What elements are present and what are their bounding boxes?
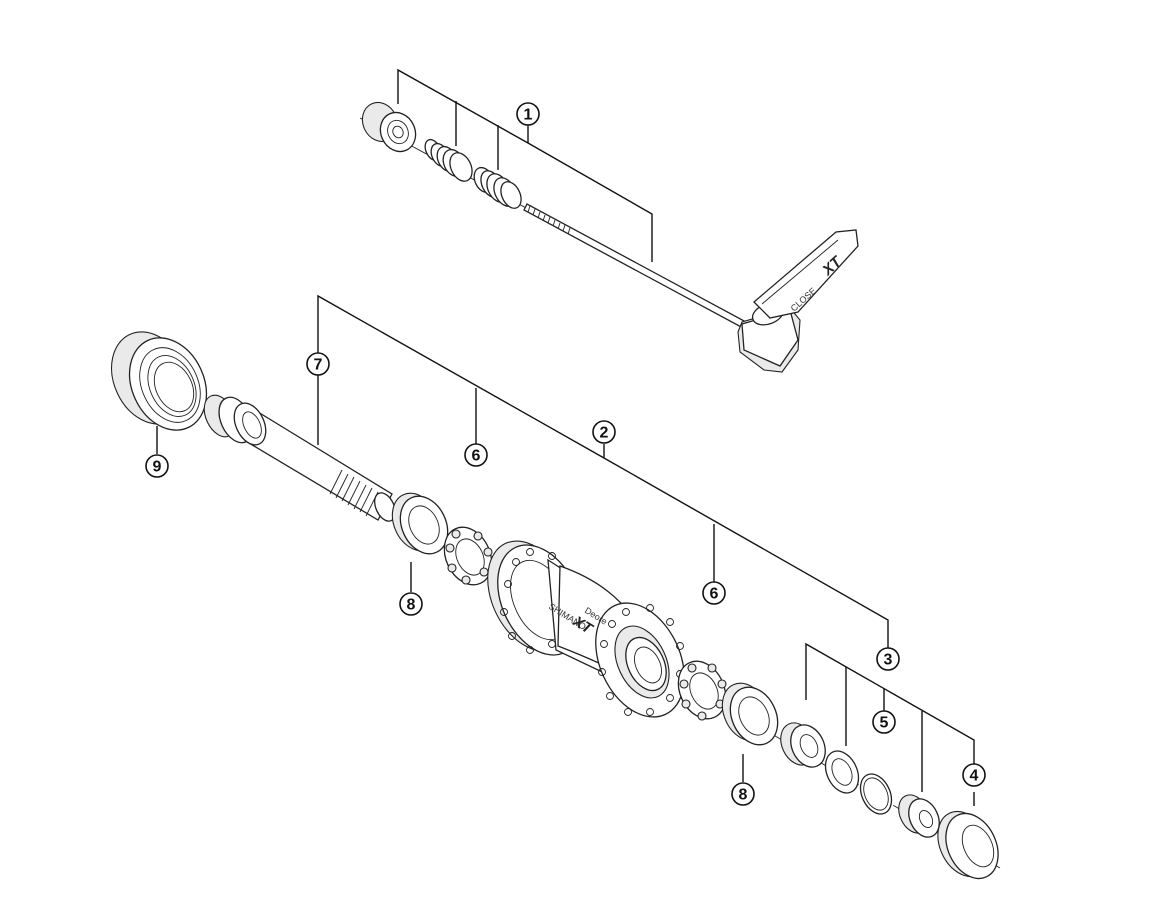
qr-spring-1 [424,138,473,182]
axis-lines [117,117,1001,869]
dust-seal-left [391,492,449,555]
end-cap-left [111,331,208,431]
hub-axle [203,394,396,522]
callout-6-left-number: 6 [472,448,481,465]
callout-1: 1 [516,102,540,126]
callout-8-right: 8 [731,782,755,806]
callout-8-left: 8 [399,592,423,616]
callout-6-right: 6 [702,581,726,605]
callout-6-right-number: 6 [710,586,719,603]
callout-7: 7 [306,352,330,376]
callout-8-right-number: 8 [739,787,748,804]
callout-8-left-number: 8 [407,597,416,614]
bearing-right [677,660,727,721]
end-cap-right [937,811,999,880]
hub-shell: SHIMANO Deore XT [487,540,685,718]
callout-3: 3 [876,647,900,671]
quick-release-assembly: CLOSE XT [361,68,859,373]
qr-nut [361,101,417,153]
callout-5: 5 [872,710,896,734]
adapter [898,794,940,838]
qr-spring-2 [473,166,522,209]
qr-lever: CLOSE XT [737,229,859,373]
dust-seal-right [721,682,779,746]
callout-4: 4 [962,763,986,787]
hub-bracket-lines [156,294,975,806]
locknut [780,722,826,768]
callout-9: 9 [145,454,169,478]
callout-6-left: 6 [464,443,488,467]
callout-5-number: 5 [880,715,889,732]
callout-4-number: 4 [970,768,979,785]
qr-skewer-rod [523,203,747,329]
o-ring [859,773,893,815]
callout-2-number: 2 [600,425,609,442]
callout-3-number: 3 [884,652,893,669]
bearing-left [443,526,493,586]
callout-2: 2 [592,420,616,444]
callout-1-number: 1 [524,107,533,124]
washer [824,750,860,794]
callout-7-number: 7 [314,357,323,374]
callout-9-number: 9 [153,459,162,476]
